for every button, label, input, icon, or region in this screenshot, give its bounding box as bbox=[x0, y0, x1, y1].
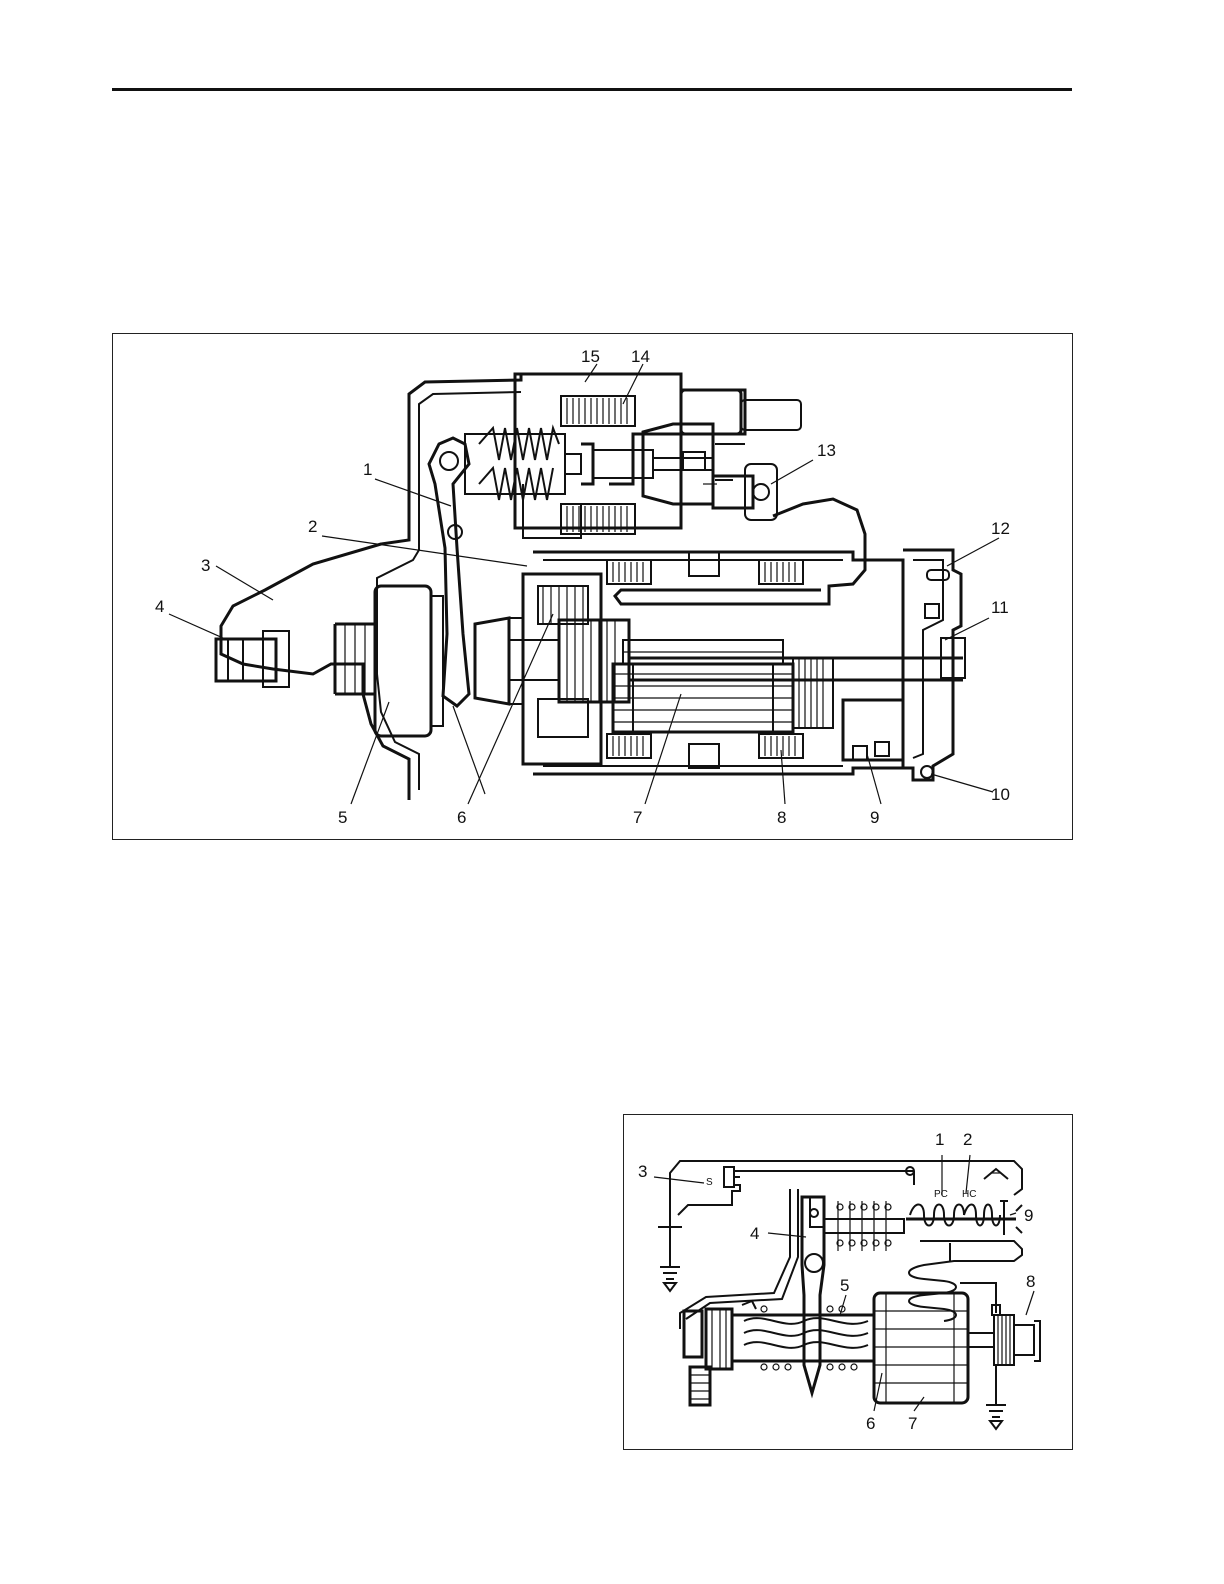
starter-cross-section-drawing: 1 2 3 4 5 6 7 8 9 10 11 12 13 14 15 bbox=[113, 334, 1074, 841]
hc-label: HC bbox=[962, 1189, 976, 1200]
sun-gear bbox=[559, 620, 629, 702]
commutator bbox=[994, 1315, 1014, 1365]
hold-in-coil bbox=[964, 1205, 1000, 1226]
rear-end-cover bbox=[903, 550, 961, 780]
planetary-housing bbox=[523, 574, 601, 764]
solenoid-coil-top bbox=[561, 396, 635, 426]
battery-wire bbox=[670, 1161, 1022, 1215]
callout-9: 9 bbox=[1024, 1206, 1033, 1225]
drive-lever bbox=[429, 438, 469, 706]
callout-2: 2 bbox=[308, 517, 317, 536]
callout-10: 10 bbox=[991, 785, 1010, 804]
callout-14: 14 bbox=[631, 347, 650, 366]
starter-cross-section-figure: 1 2 3 4 5 6 7 8 9 10 11 12 13 14 15 bbox=[112, 333, 1073, 840]
callout-2: 2 bbox=[963, 1130, 972, 1149]
callout-12: 12 bbox=[991, 519, 1010, 538]
s-terminal-label: S bbox=[706, 1177, 713, 1188]
callout-7: 7 bbox=[633, 808, 642, 827]
callout-6: 6 bbox=[866, 1414, 875, 1433]
field-coil bbox=[909, 1241, 1022, 1321]
callout-3: 3 bbox=[638, 1162, 647, 1181]
callout-5: 5 bbox=[840, 1276, 849, 1295]
header-rule bbox=[112, 88, 1072, 91]
armature-shaft bbox=[629, 658, 963, 680]
ground-left-icon bbox=[664, 1283, 676, 1291]
b-terminal bbox=[681, 390, 741, 434]
callout-7: 7 bbox=[908, 1414, 917, 1433]
starter-circuit-schematic-figure: S PC HC bbox=[623, 1114, 1073, 1450]
callout-13: 13 bbox=[817, 441, 836, 460]
ground-right-icon bbox=[990, 1421, 1002, 1429]
helical-splines bbox=[744, 1318, 868, 1348]
callout-8: 8 bbox=[777, 808, 786, 827]
pull-in-coil bbox=[910, 1205, 964, 1226]
callout-9: 9 bbox=[870, 808, 879, 827]
callout-3: 3 bbox=[201, 556, 210, 575]
callout-4: 4 bbox=[750, 1224, 759, 1243]
callout-8: 8 bbox=[1026, 1272, 1035, 1291]
pinion-gear bbox=[706, 1309, 732, 1369]
callout-4: 4 bbox=[155, 597, 164, 616]
callout-5: 5 bbox=[338, 808, 347, 827]
callout-15: 15 bbox=[581, 347, 600, 366]
contact-arrow-icon bbox=[984, 1169, 1008, 1179]
callout-1: 1 bbox=[935, 1130, 944, 1149]
starter-circuit-schematic-drawing: S PC HC bbox=[624, 1115, 1074, 1451]
s-terminal bbox=[724, 1167, 734, 1187]
callout-6: 6 bbox=[457, 808, 466, 827]
drive-end-housing bbox=[221, 374, 745, 800]
plunger-spring bbox=[479, 428, 559, 460]
overrunning-clutch bbox=[375, 586, 431, 736]
callout-11: 11 bbox=[991, 598, 1009, 617]
pc-label: PC bbox=[934, 1189, 948, 1200]
callout-1: 1 bbox=[363, 460, 372, 479]
pinion-shaft-nose bbox=[216, 639, 276, 681]
